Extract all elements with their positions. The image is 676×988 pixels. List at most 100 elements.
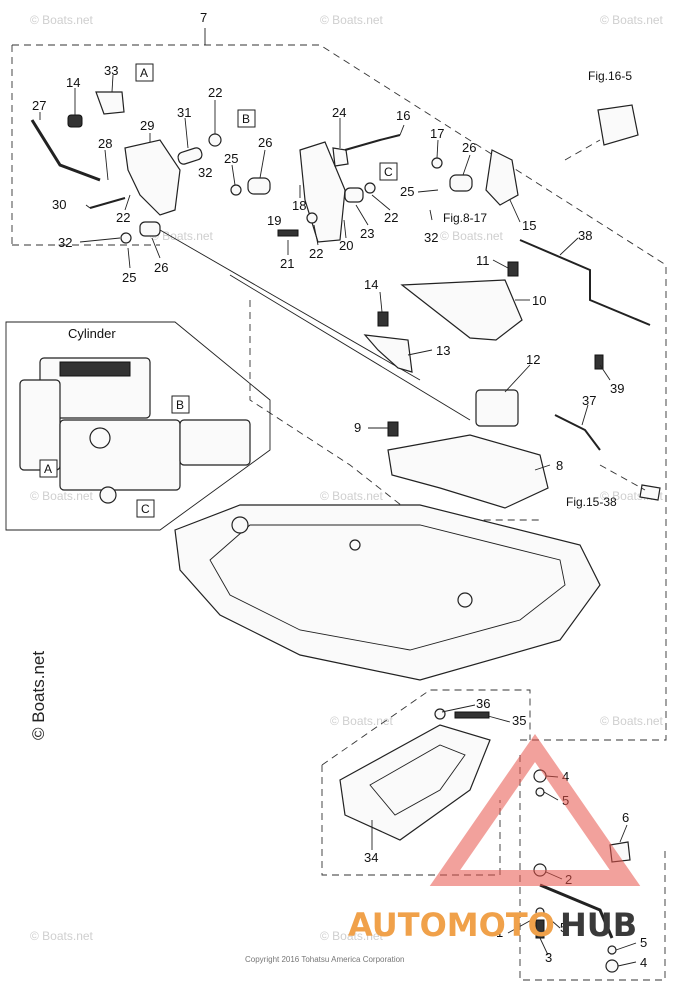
- callout-22b: 22: [116, 210, 130, 225]
- watermark-tile: © Boats.net: [30, 489, 94, 503]
- washer-5c: [607, 945, 617, 955]
- callout-5b: 5: [560, 920, 567, 935]
- callout-19: 19: [267, 213, 281, 228]
- inset-box-b: B: [176, 398, 184, 412]
- callout-26b: 26: [462, 140, 476, 155]
- callout-25b: 25: [122, 270, 136, 285]
- watermark-tile: © Boats.net: [320, 13, 384, 27]
- callout-31: 31: [177, 105, 191, 120]
- brand-logo: AUTOMOTO HUB: [348, 733, 641, 944]
- callout-18: 18: [292, 198, 306, 213]
- engine-right: [179, 419, 251, 466]
- rod-27: [30, 119, 101, 182]
- cowl-boss: [457, 592, 473, 608]
- callout-14b: 14: [364, 277, 378, 292]
- collar-31: [177, 147, 203, 165]
- washer-22c: [306, 212, 318, 224]
- cowl-boss: [231, 516, 249, 534]
- connector-fig16: [597, 104, 639, 146]
- tray-34-inner: [369, 744, 466, 816]
- bolt-21: [277, 229, 299, 237]
- bolt-35: [454, 711, 490, 719]
- callout-37: 37: [582, 393, 596, 408]
- callout-20: 20: [339, 238, 353, 253]
- nut-17: [431, 157, 443, 169]
- washer-22d: [364, 182, 376, 194]
- watermark-tile: © Boats.net: [600, 13, 664, 27]
- callout-28: 28: [98, 136, 112, 151]
- washer-25c: [120, 232, 132, 244]
- callout-13: 13: [436, 343, 450, 358]
- ref-fig16: Fig.16-5: [588, 69, 632, 83]
- leader-fig15: [599, 464, 646, 491]
- bolt-14b: [377, 311, 389, 327]
- callout-22d: 22: [384, 210, 398, 225]
- callout-15: 15: [522, 218, 536, 233]
- callout-22c: 22: [309, 246, 323, 261]
- box-b-frame: [237, 109, 256, 128]
- watermark-tile: © Boats.net: [600, 714, 664, 728]
- callout-4a: 4: [562, 769, 569, 784]
- box-a: A: [140, 66, 148, 80]
- clip-24: [332, 147, 349, 167]
- cylinder-inset: Cylinder: [5, 321, 271, 531]
- inset-frame: [5, 321, 271, 531]
- callout-16: 16: [396, 108, 410, 123]
- box-a-frame: [135, 63, 154, 82]
- callout-22: 22: [208, 85, 222, 100]
- callout-35: 35: [512, 713, 526, 728]
- cylinder-head: [59, 361, 131, 377]
- brand-part2: HUB: [560, 906, 637, 944]
- bolt-11: [507, 261, 519, 277]
- holder-10: [400, 279, 523, 341]
- callout-26c: 26: [154, 260, 168, 275]
- bushing-23: [344, 187, 364, 203]
- inset-box-c: C: [141, 502, 150, 516]
- box-c: C: [384, 165, 393, 179]
- box-c-frame: [379, 162, 398, 181]
- callout-25c: 25: [400, 184, 414, 199]
- copyright-notice: Copyright 2016 Tohatsu America Corporati…: [245, 955, 405, 964]
- inset-title: Cylinder: [68, 326, 116, 341]
- washer-36: [434, 708, 446, 720]
- washer-22: [208, 133, 222, 147]
- engine-side: [19, 379, 61, 471]
- rod-16: [344, 134, 401, 151]
- ref-fig15: Fig.15-38: [566, 495, 617, 509]
- bracket-8: [387, 434, 549, 509]
- callout-10: 10: [532, 293, 546, 308]
- callout-25: 25: [224, 151, 238, 166]
- lower-cowl: [174, 504, 601, 681]
- watermark-tile: © Boats.net: [320, 489, 384, 503]
- bracket-33: [95, 91, 125, 115]
- cable-upper: [159, 229, 421, 381]
- callout-27: 27: [32, 98, 46, 113]
- link-37: [554, 414, 601, 451]
- callout-17: 17: [430, 126, 444, 141]
- callout-5c: 5: [640, 935, 647, 950]
- callout-23: 23: [360, 226, 374, 241]
- bottom-tray-assembly: [321, 689, 531, 876]
- watermark-tile: © Boats.net: [320, 929, 384, 943]
- figure-references: Fig.16-5 Fig.8-17 Fig.15-38: [443, 69, 632, 509]
- callout-9: 9: [354, 420, 361, 435]
- washer-25: [230, 184, 242, 196]
- ref-fig8: Fig.8-17: [443, 211, 487, 225]
- linkage-a: [89, 427, 111, 449]
- cable-38: [519, 239, 651, 326]
- washer-5a: [535, 787, 545, 797]
- callout-11: 11: [476, 253, 490, 268]
- inset-box-c-frame: [136, 499, 155, 518]
- box-b: B: [242, 112, 250, 126]
- callout-14: 14: [66, 75, 80, 90]
- plug-fig15: [639, 484, 661, 501]
- nut-4b: [605, 959, 619, 973]
- watermark-tile: © Boats.net: [330, 714, 394, 728]
- callout-32b: 32: [58, 235, 72, 250]
- inset-box-a: A: [44, 462, 52, 476]
- boxed-letters: A B C B A C: [39, 63, 398, 518]
- cam-15: [485, 149, 519, 206]
- watermark-tile: © Boats.net: [440, 229, 504, 243]
